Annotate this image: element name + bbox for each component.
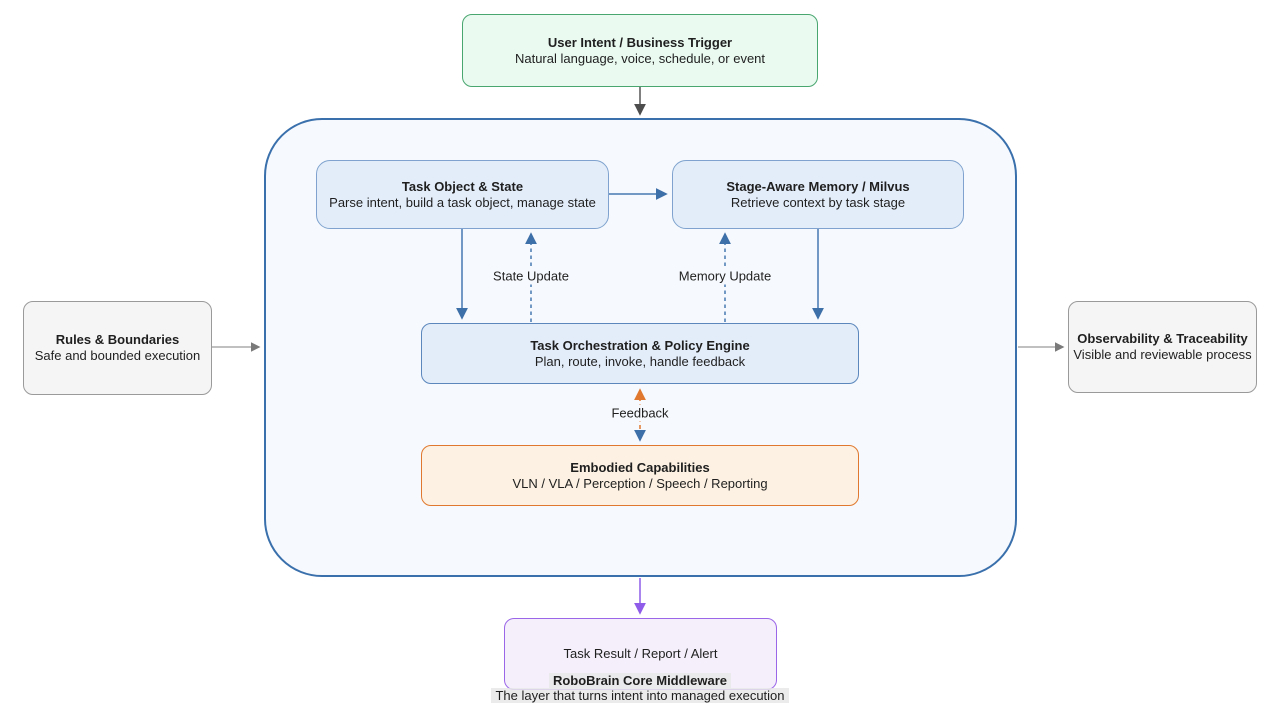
node-task-object-state: Task Object & State Parse intent, build …	[316, 160, 609, 229]
node-subtitle: VLN / VLA / Perception / Speech / Report…	[512, 475, 768, 491]
node-title: Embodied Capabilities	[570, 459, 710, 475]
cluster-title: RoboBrain Core Middleware	[548, 673, 732, 688]
cluster-subtitle: The layer that turns intent into managed…	[491, 688, 789, 703]
node-subtitle: Natural language, voice, schedule, or ev…	[514, 50, 766, 66]
edge-label-memory-update: Memory Update	[674, 267, 776, 285]
node-title: User Intent / Business Trigger	[547, 34, 733, 50]
node-subtitle: Retrieve context by task stage	[730, 194, 906, 210]
node-title: Stage-Aware Memory / Milvus	[726, 178, 910, 194]
node-title: Observability & Traceability	[1077, 331, 1248, 346]
node-subtitle: Visible and reviewable process	[1073, 347, 1252, 362]
node-stage-aware-memory: Stage-Aware Memory / Milvus Retrieve con…	[672, 160, 964, 229]
node-title: Task Object & State	[401, 178, 524, 194]
node-user-intent-trigger: User Intent / Business Trigger Natural l…	[462, 14, 818, 87]
edge-label-feedback: Feedback	[607, 404, 673, 422]
edge-label-state-update: State Update	[489, 267, 573, 285]
cluster-label-robobrain: RoboBrain Core Middleware The layer that…	[0, 673, 1280, 703]
node-subtitle: Parse intent, build a task object, manag…	[329, 194, 596, 210]
node-task-orchestration: Task Orchestration & Policy Engine Plan,…	[421, 323, 859, 384]
node-observability-traceability: Observability & Traceability Visible and…	[1068, 301, 1257, 393]
node-title: Task Result / Report / Alert	[563, 646, 718, 661]
node-title: Rules & Boundaries	[55, 332, 180, 347]
node-embodied-capabilities: Embodied Capabilities VLN / VLA / Percep…	[421, 445, 859, 506]
node-rules-boundaries: Rules & Boundaries Safe and bounded exec…	[23, 301, 212, 395]
node-subtitle: Safe and bounded execution	[34, 348, 201, 363]
node-subtitle: Plan, route, invoke, handle feedback	[534, 353, 746, 369]
node-title: Task Orchestration & Policy Engine	[530, 337, 750, 353]
